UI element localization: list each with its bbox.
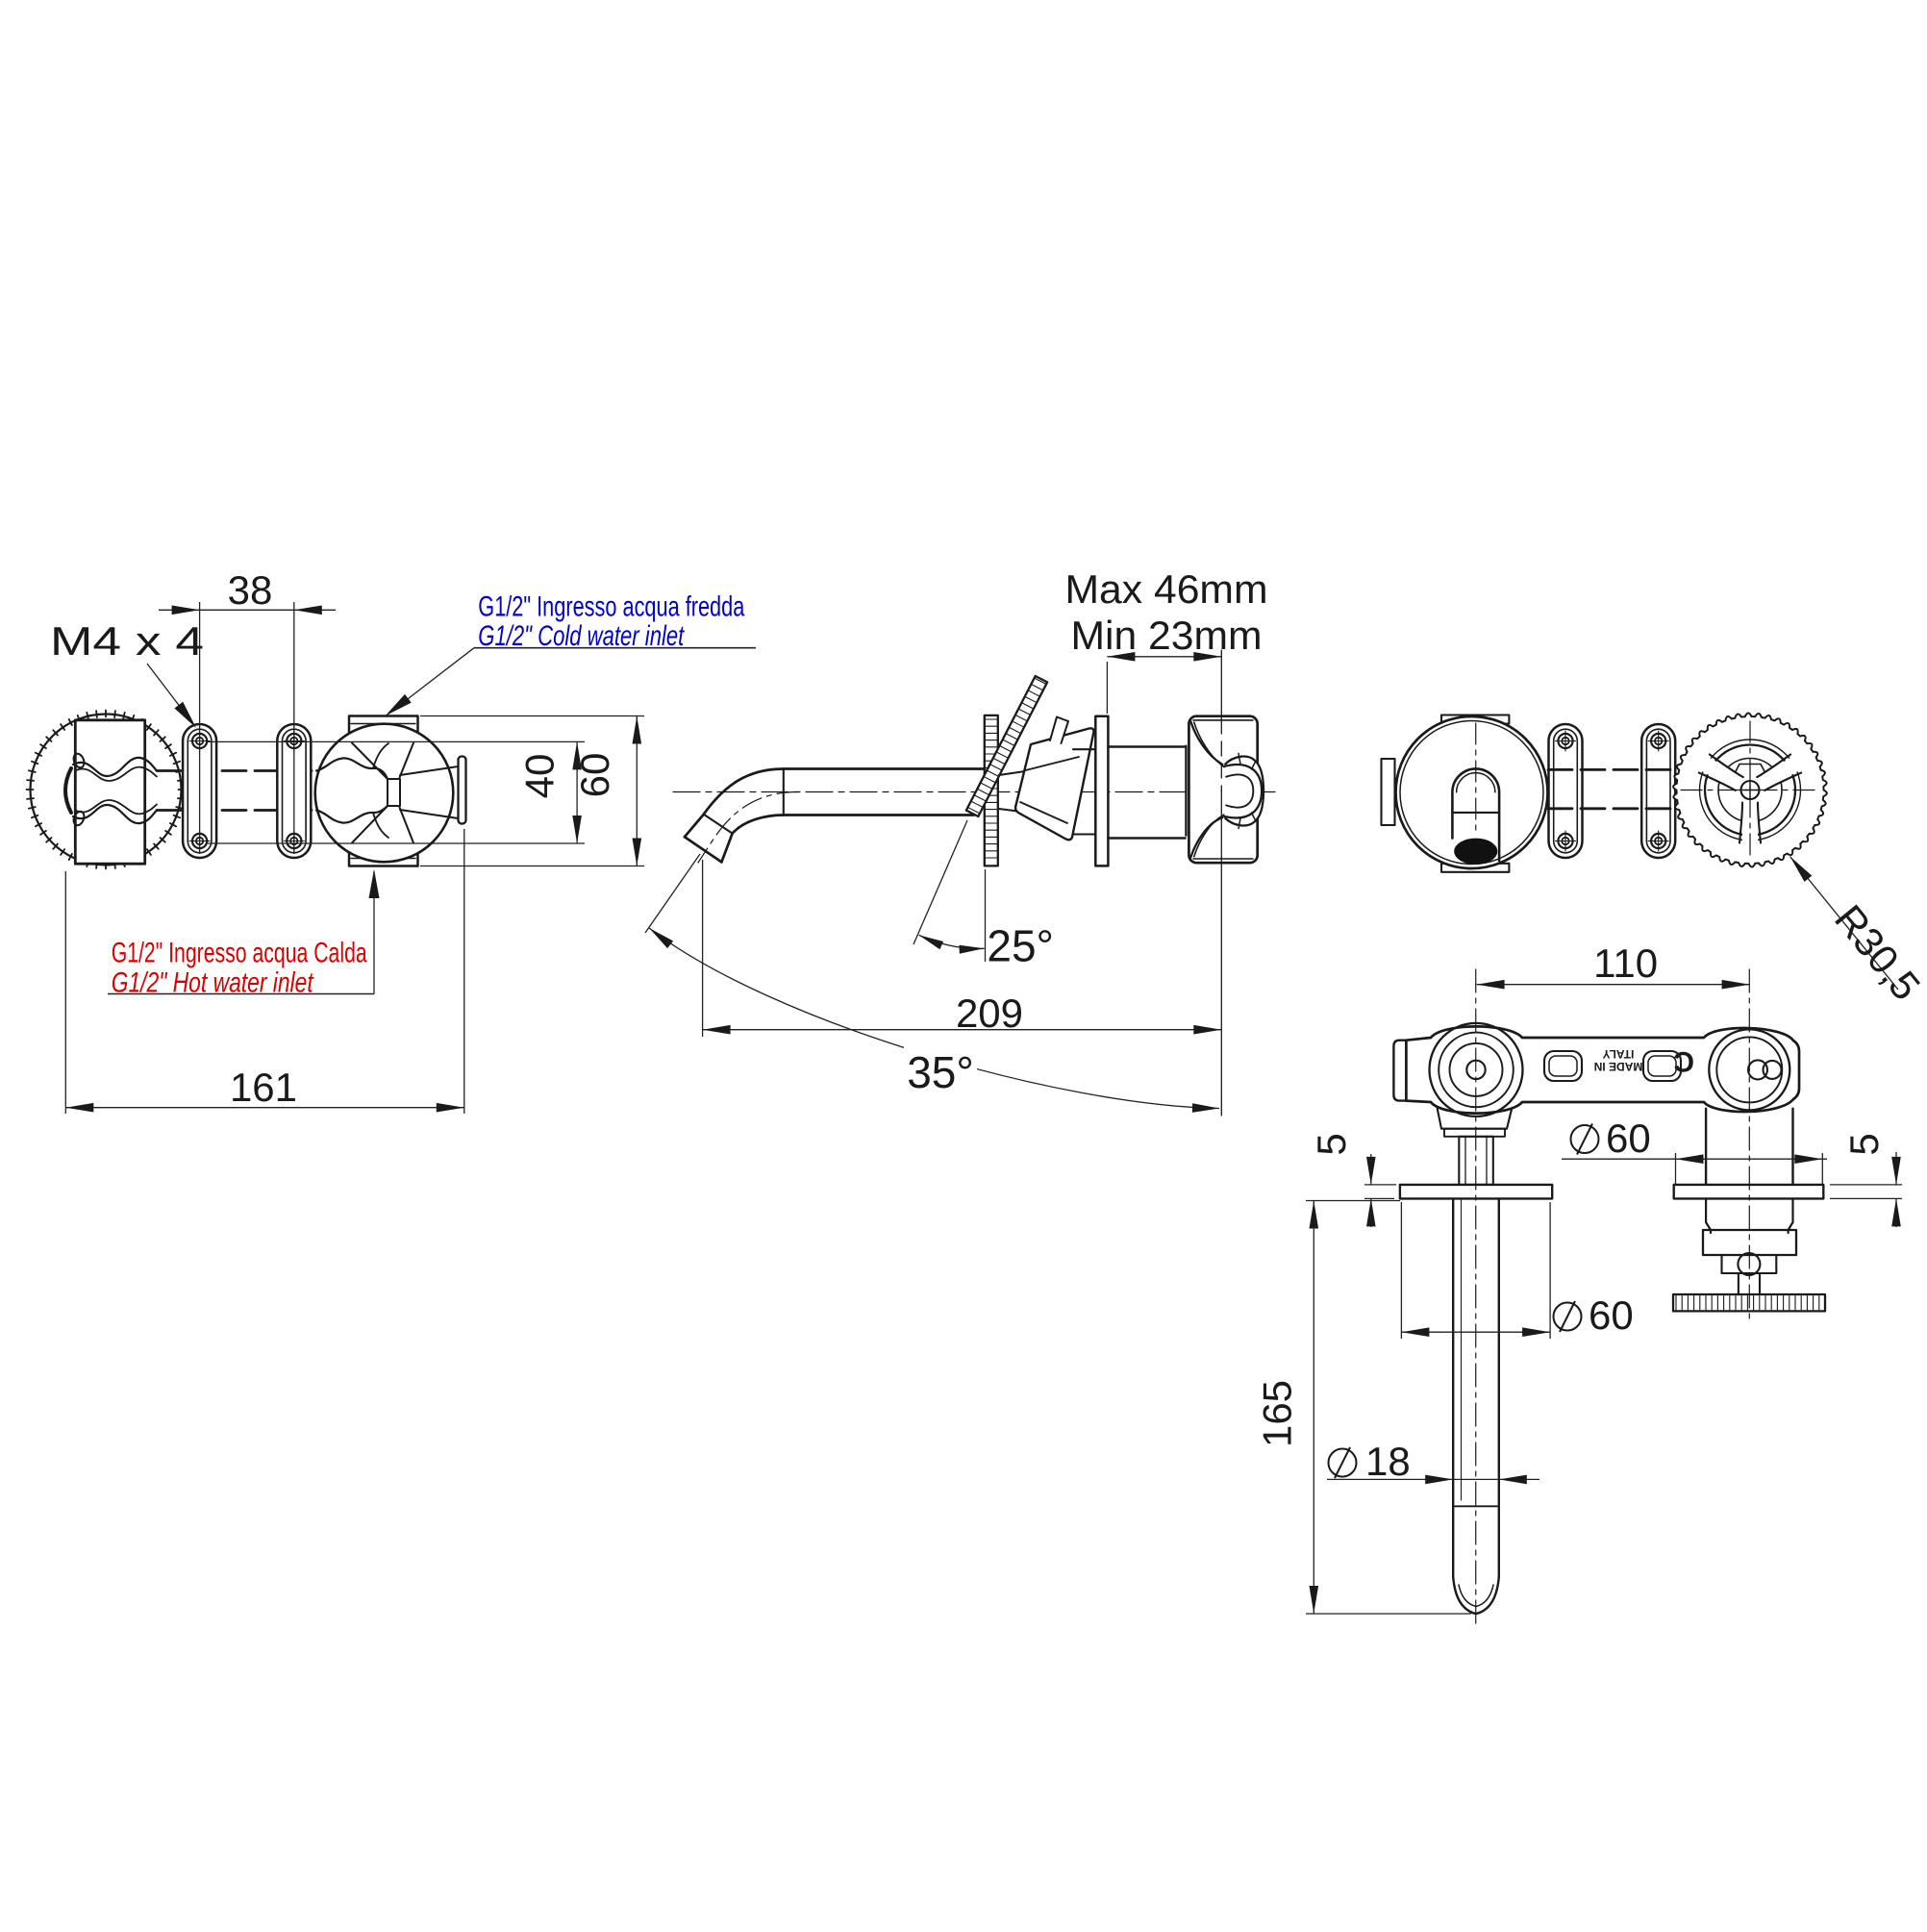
svg-text:60: 60 [1589,1292,1634,1338]
svg-text:Min 23mm: Min 23mm [1071,613,1263,658]
svg-text:25°: 25° [987,920,1054,970]
svg-text:161: 161 [230,1065,297,1110]
svg-text:5: 5 [1309,1133,1354,1155]
svg-text:G1/2" Ingresso acqua fredda: G1/2" Ingresso acqua fredda [478,591,744,623]
svg-text:G1/2" Cold water inlet: G1/2" Cold water inlet [478,620,685,652]
svg-text:209: 209 [956,991,1023,1036]
svg-text:60: 60 [572,753,617,798]
svg-text:110: 110 [1593,941,1658,986]
svg-text:18: 18 [1365,1439,1411,1484]
svg-text:60: 60 [1606,1116,1651,1161]
svg-text:C: C [1673,1045,1694,1077]
svg-text:38: 38 [228,567,273,613]
svg-text:M4 x 4: M4 x 4 [50,618,204,664]
svg-text:MADE IN: MADE IN [1594,1060,1643,1073]
svg-text:35°: 35° [907,1047,974,1097]
svg-text:5: 5 [1841,1133,1887,1155]
svg-text:40: 40 [517,754,563,799]
svg-text:165: 165 [1255,1380,1300,1447]
svg-text:G1/2" Ingresso acqua Calda: G1/2" Ingresso acqua Calda [112,938,367,969]
svg-text:G1/2" Hot water inlet: G1/2" Hot water inlet [112,966,314,998]
svg-text:Max 46mm: Max 46mm [1065,566,1268,612]
svg-text:ITALY: ITALY [1603,1047,1635,1061]
